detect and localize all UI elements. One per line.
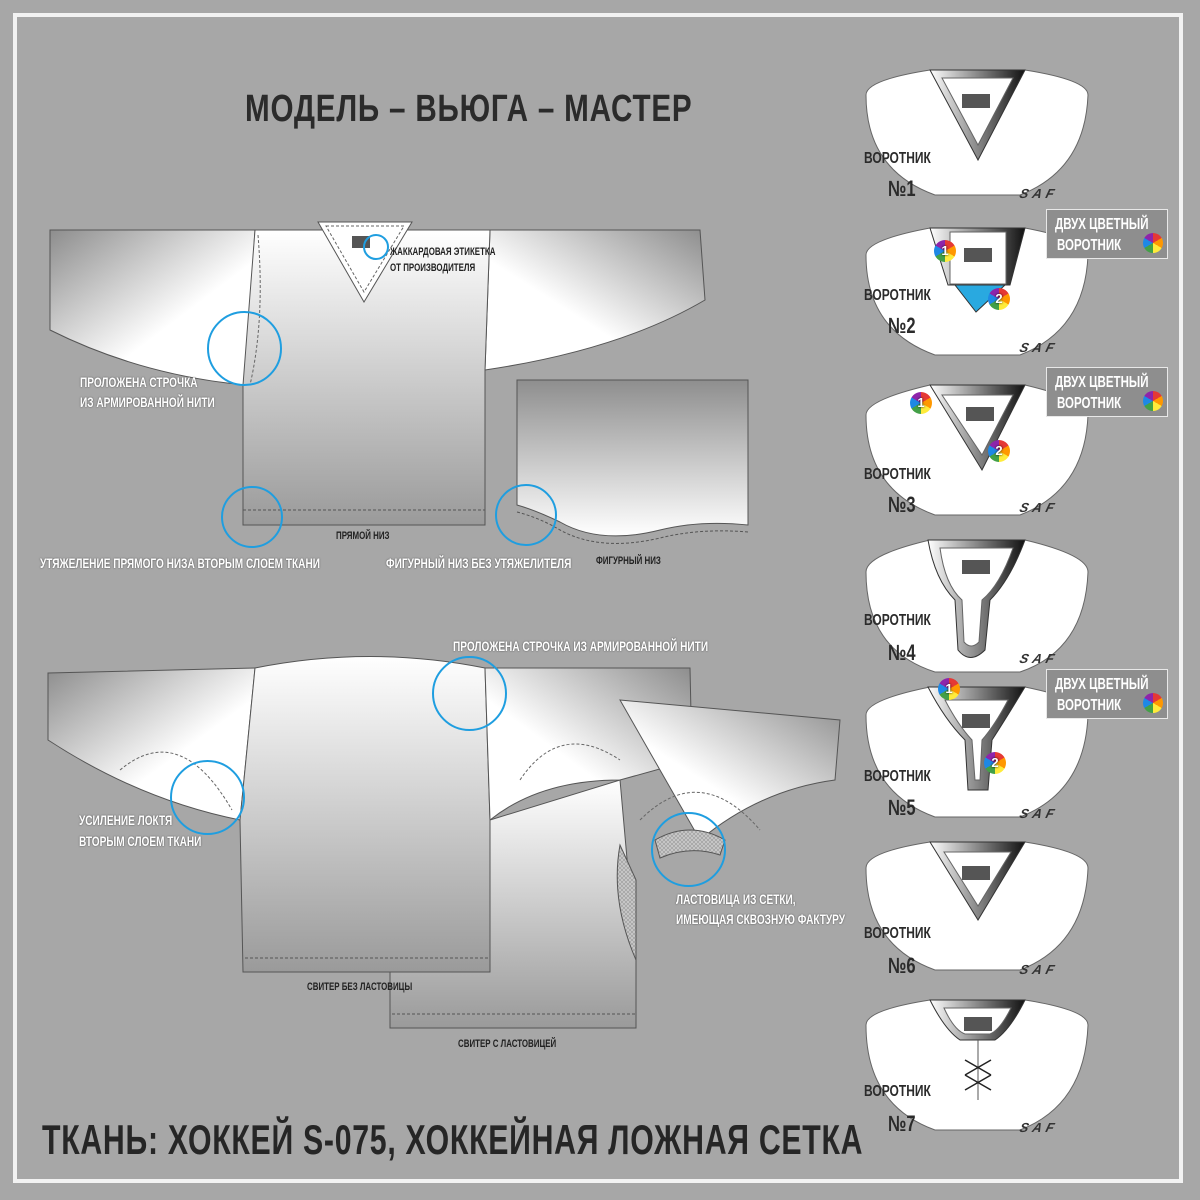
collar-4-brand: SAF (1017, 651, 1061, 666)
note-elbow-line2: ВТОРЫМ СЛОЕМ ТКАНИ (79, 833, 202, 849)
collar-5-brand: SAF (1017, 806, 1061, 821)
collar-4-label: ВОРОТНИК (864, 612, 931, 629)
collar-6-label: ВОРОТНИК (864, 925, 931, 942)
page-frame (13, 13, 1183, 1183)
callout-reinforced-seam (207, 311, 282, 386)
callout-shoulder-seam (432, 656, 507, 731)
color-wheel-icon (1143, 391, 1163, 411)
two-tone-line2: ВОРОТНИК (1057, 237, 1122, 254)
color-badge-1-icon: 1 (938, 678, 960, 700)
color-badge-1-icon: 1 (934, 240, 956, 262)
two-tone-tag-collar-5: ДВУХ ЦВЕТНЫЙ ВОРОТНИК (1046, 669, 1168, 719)
color-wheel-icon (1143, 233, 1163, 253)
callout-jacquard (363, 234, 389, 260)
collar-2-brand: SAF (1017, 340, 1061, 355)
two-tone-line1: ДВУХ ЦВЕТНЫЙ (1055, 216, 1149, 233)
collar-3-label: ВОРОТНИК (864, 466, 931, 483)
callout-elbow (170, 760, 245, 835)
note-reinforced-line1: ПРОЛОЖЕНА СТРОЧКА (80, 374, 198, 390)
garment-illustrations (47, 221, 841, 1029)
collar-3-brand: SAF (1017, 500, 1061, 515)
callout-shaped-hem (495, 484, 557, 546)
color-badge-2-icon: 2 (988, 440, 1010, 462)
color-badge-2-icon: 2 (984, 752, 1006, 774)
two-tone-tag-collar-2: ДВУХ ЦВЕТНЫЙ ВОРОТНИК (1046, 209, 1168, 259)
collar-7-number: №7 (888, 1111, 916, 1136)
two-tone-line2: ВОРОТНИК (1057, 395, 1122, 412)
color-badge-2-icon: 2 (988, 288, 1010, 310)
note-gusset-line1: ЛАСТОВИЦА ИЗ СЕТКИ, (676, 891, 796, 907)
callout-gusset (651, 812, 726, 887)
note-straight-hem-weight: УТЯЖЕЛЕНИЕ ПРЯМОГО НИЗА ВТОРЫМ СЛОЕМ ТКА… (40, 555, 320, 571)
note-jacquard-line2: ОТ ПРОИЗВОДИТЕЛЯ (390, 262, 476, 274)
collar-2-number: №2 (888, 313, 916, 338)
collar-4-number: №4 (888, 640, 916, 665)
collar-6-brand: SAF (1017, 962, 1061, 977)
callout-straight-hem (221, 486, 283, 548)
collar-6-number: №6 (888, 953, 916, 978)
color-wheel-icon (1143, 693, 1163, 713)
note-shaped-hem: ФИГУРНЫЙ НИЗ (596, 555, 661, 567)
collar-3-number: №3 (888, 492, 916, 517)
jersey-with-gusset (389, 667, 841, 1029)
jersey-top (49, 221, 706, 526)
collar-7-brand: SAF (1017, 1120, 1061, 1135)
note-reinforced-line2: ИЗ АРМИРОВАННОЙ НИТИ (80, 394, 215, 410)
two-tone-line2: ВОРОТНИК (1057, 697, 1122, 714)
two-tone-tag-collar-3: ДВУХ ЦВЕТНЫЙ ВОРОТНИК (1046, 367, 1168, 417)
note-gusset-line2: ИМЕЮЩАЯ СКВОЗНУЮ ФАКТУРУ (676, 911, 846, 927)
collar-2-label: ВОРОТНИК (864, 287, 931, 304)
label-sweater-with-gusset: СВИТЕР С ЛАСТОВИЦЕЙ (458, 1038, 557, 1050)
collar-5-number: №5 (888, 795, 916, 820)
color-badge-1-icon: 1 (910, 392, 932, 414)
collar-1-label: ВОРОТНИК (864, 150, 931, 167)
collar-5-label: ВОРОТНИК (864, 768, 931, 785)
two-tone-line1: ДВУХ ЦВЕТНЫЙ (1055, 676, 1149, 693)
two-tone-line1: ДВУХ ЦВЕТНЫЙ (1055, 374, 1149, 391)
collar-1-brand: SAF (1017, 186, 1061, 201)
note-elbow-line1: УСИЛЕНИЕ ЛОКТЯ (79, 812, 173, 828)
note-jacquard-line1: ЖАККАРДОВАЯ ЭТИКЕТКА (390, 246, 496, 258)
note-shaped-hem-no-weight: ФИГУРНЫЙ НИЗ БЕЗ УТЯЖЕЛИТЕЛЯ (386, 555, 572, 571)
page-title: МОДЕЛЬ – ВЬЮГА – МАСТЕР (245, 88, 693, 130)
fabric-caption: ТКАНЬ: ХОККЕЙ S-075, ХОККЕЙНАЯ ЛОЖНАЯ СЕ… (42, 1116, 864, 1163)
note-reinforced-full: ПРОЛОЖЕНА СТРОЧКА ИЗ АРМИРОВАННОЙ НИТИ (453, 638, 709, 654)
note-straight-hem: ПРЯМОЙ НИЗ (336, 530, 390, 542)
collar-7-label: ВОРОТНИК (864, 1083, 931, 1100)
label-sweater-no-gusset: СВИТЕР БЕЗ ЛАСТОВИЦЫ (307, 981, 413, 993)
collar-1-number: №1 (888, 176, 916, 201)
